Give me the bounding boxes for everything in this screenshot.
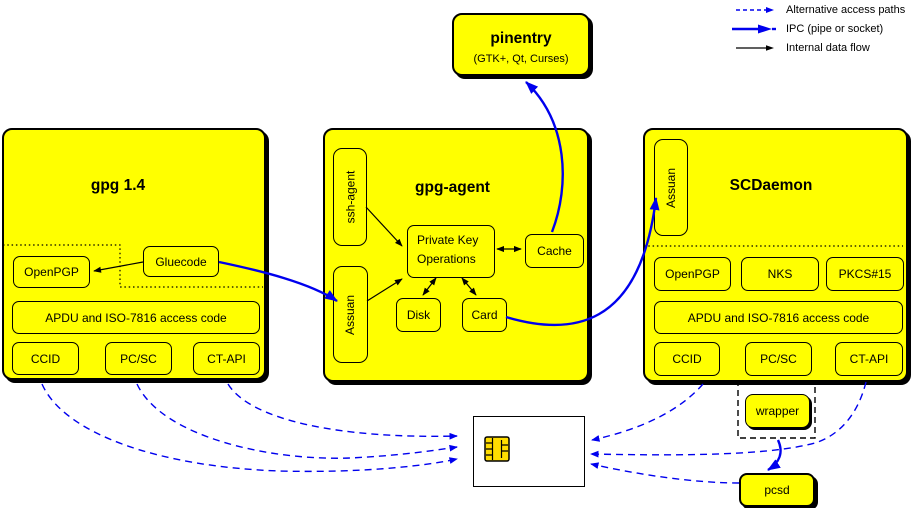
alt-gpg14-pcsc-to-card: [136, 383, 458, 459]
private-key-operations-label: Private Key Operations: [417, 231, 478, 269]
gpg14-gluecode-box: Gluecode: [143, 246, 219, 277]
pcsd-box: pcsd: [739, 473, 815, 507]
private-key-operations-box: [407, 225, 495, 278]
legend-label: Internal data flow: [786, 41, 870, 54]
gpg14-ccid-box: CCID: [12, 342, 79, 375]
scdaemon-openpgp-box: OpenPGP: [654, 257, 731, 291]
scdaemon-apdu-box: APDU and ISO-7816 access code: [654, 301, 903, 334]
ssh-agent-label: ssh-agent: [343, 170, 358, 224]
blue-ipc-arrow-icon: [732, 24, 776, 33]
assuan-label: Assuan: [343, 294, 358, 335]
ssh-agent-box: ssh-agent: [333, 148, 367, 246]
gpg-agent-title: gpg-agent: [415, 179, 490, 196]
scdaemon-ctapi-box: CT-API: [835, 342, 903, 376]
alt-gpg14-ctapi-to-card: [227, 383, 458, 440]
scdaemon-title: SCDaemon: [729, 177, 813, 194]
pcsd-label: pcsd: [764, 483, 790, 497]
pko-line1: Private Key: [417, 233, 479, 247]
smartcard: [473, 416, 585, 487]
pinentry-subtitle: (GTK+, Qt, Curses): [473, 53, 569, 65]
wrapper-box: wrapper: [745, 394, 810, 428]
scdaemon-pkcs15-box: PKCS#15: [826, 257, 904, 291]
cache-box: Cache: [525, 234, 584, 268]
legend: Alternative access paths IPC (pipe or so…: [728, 0, 914, 57]
legend-label: Alternative access paths: [786, 3, 906, 16]
scdaemon-nks-box: NKS: [741, 257, 819, 291]
blue-dashed-arrow-icon: [736, 6, 774, 13]
legend-item-ipc: IPC (pipe or socket): [728, 19, 914, 38]
pinentry-box: pinentry (GTK+, Qt, Curses): [452, 13, 590, 76]
alt-scdaemon-ctapi-to-card: [590, 381, 867, 458]
gpg14-ctapi-box: CT-API: [193, 342, 260, 375]
ipc-wrapper-to-pcsd: [767, 439, 782, 472]
gpg14-pcsc-box: PC/SC: [105, 342, 172, 375]
gpg-agent-assuan-box: Assuan: [333, 266, 368, 363]
pinentry-title: pinentry: [490, 30, 552, 47]
alt-pcsd-to-card: [590, 462, 740, 484]
legend-label: IPC (pipe or socket): [786, 22, 884, 35]
assuan-label: Assuan: [664, 167, 678, 208]
black-arrow-icon: [736, 44, 774, 51]
legend-item-internal: Internal data flow: [728, 38, 914, 57]
alt-scdaemon-ccid-to-card: [591, 383, 704, 442]
pko-line2: Operations: [417, 252, 476, 266]
card-box: Card: [462, 298, 507, 332]
disk-box: Disk: [396, 298, 441, 332]
gpg14-apdu-box: APDU and ISO-7816 access code: [12, 301, 260, 334]
scdaemon-pcsc-box: PC/SC: [745, 342, 812, 376]
legend-item-alternative: Alternative access paths: [728, 0, 914, 19]
scdaemon-assuan-box: Assuan: [654, 139, 688, 236]
gpg14-title: gpg 1.4: [90, 177, 146, 194]
gpg14-openpgp-box: OpenPGP: [13, 256, 90, 288]
scdaemon-ccid-box: CCID: [654, 342, 720, 376]
alt-gpg14-ccid-to-card: [41, 383, 458, 473]
